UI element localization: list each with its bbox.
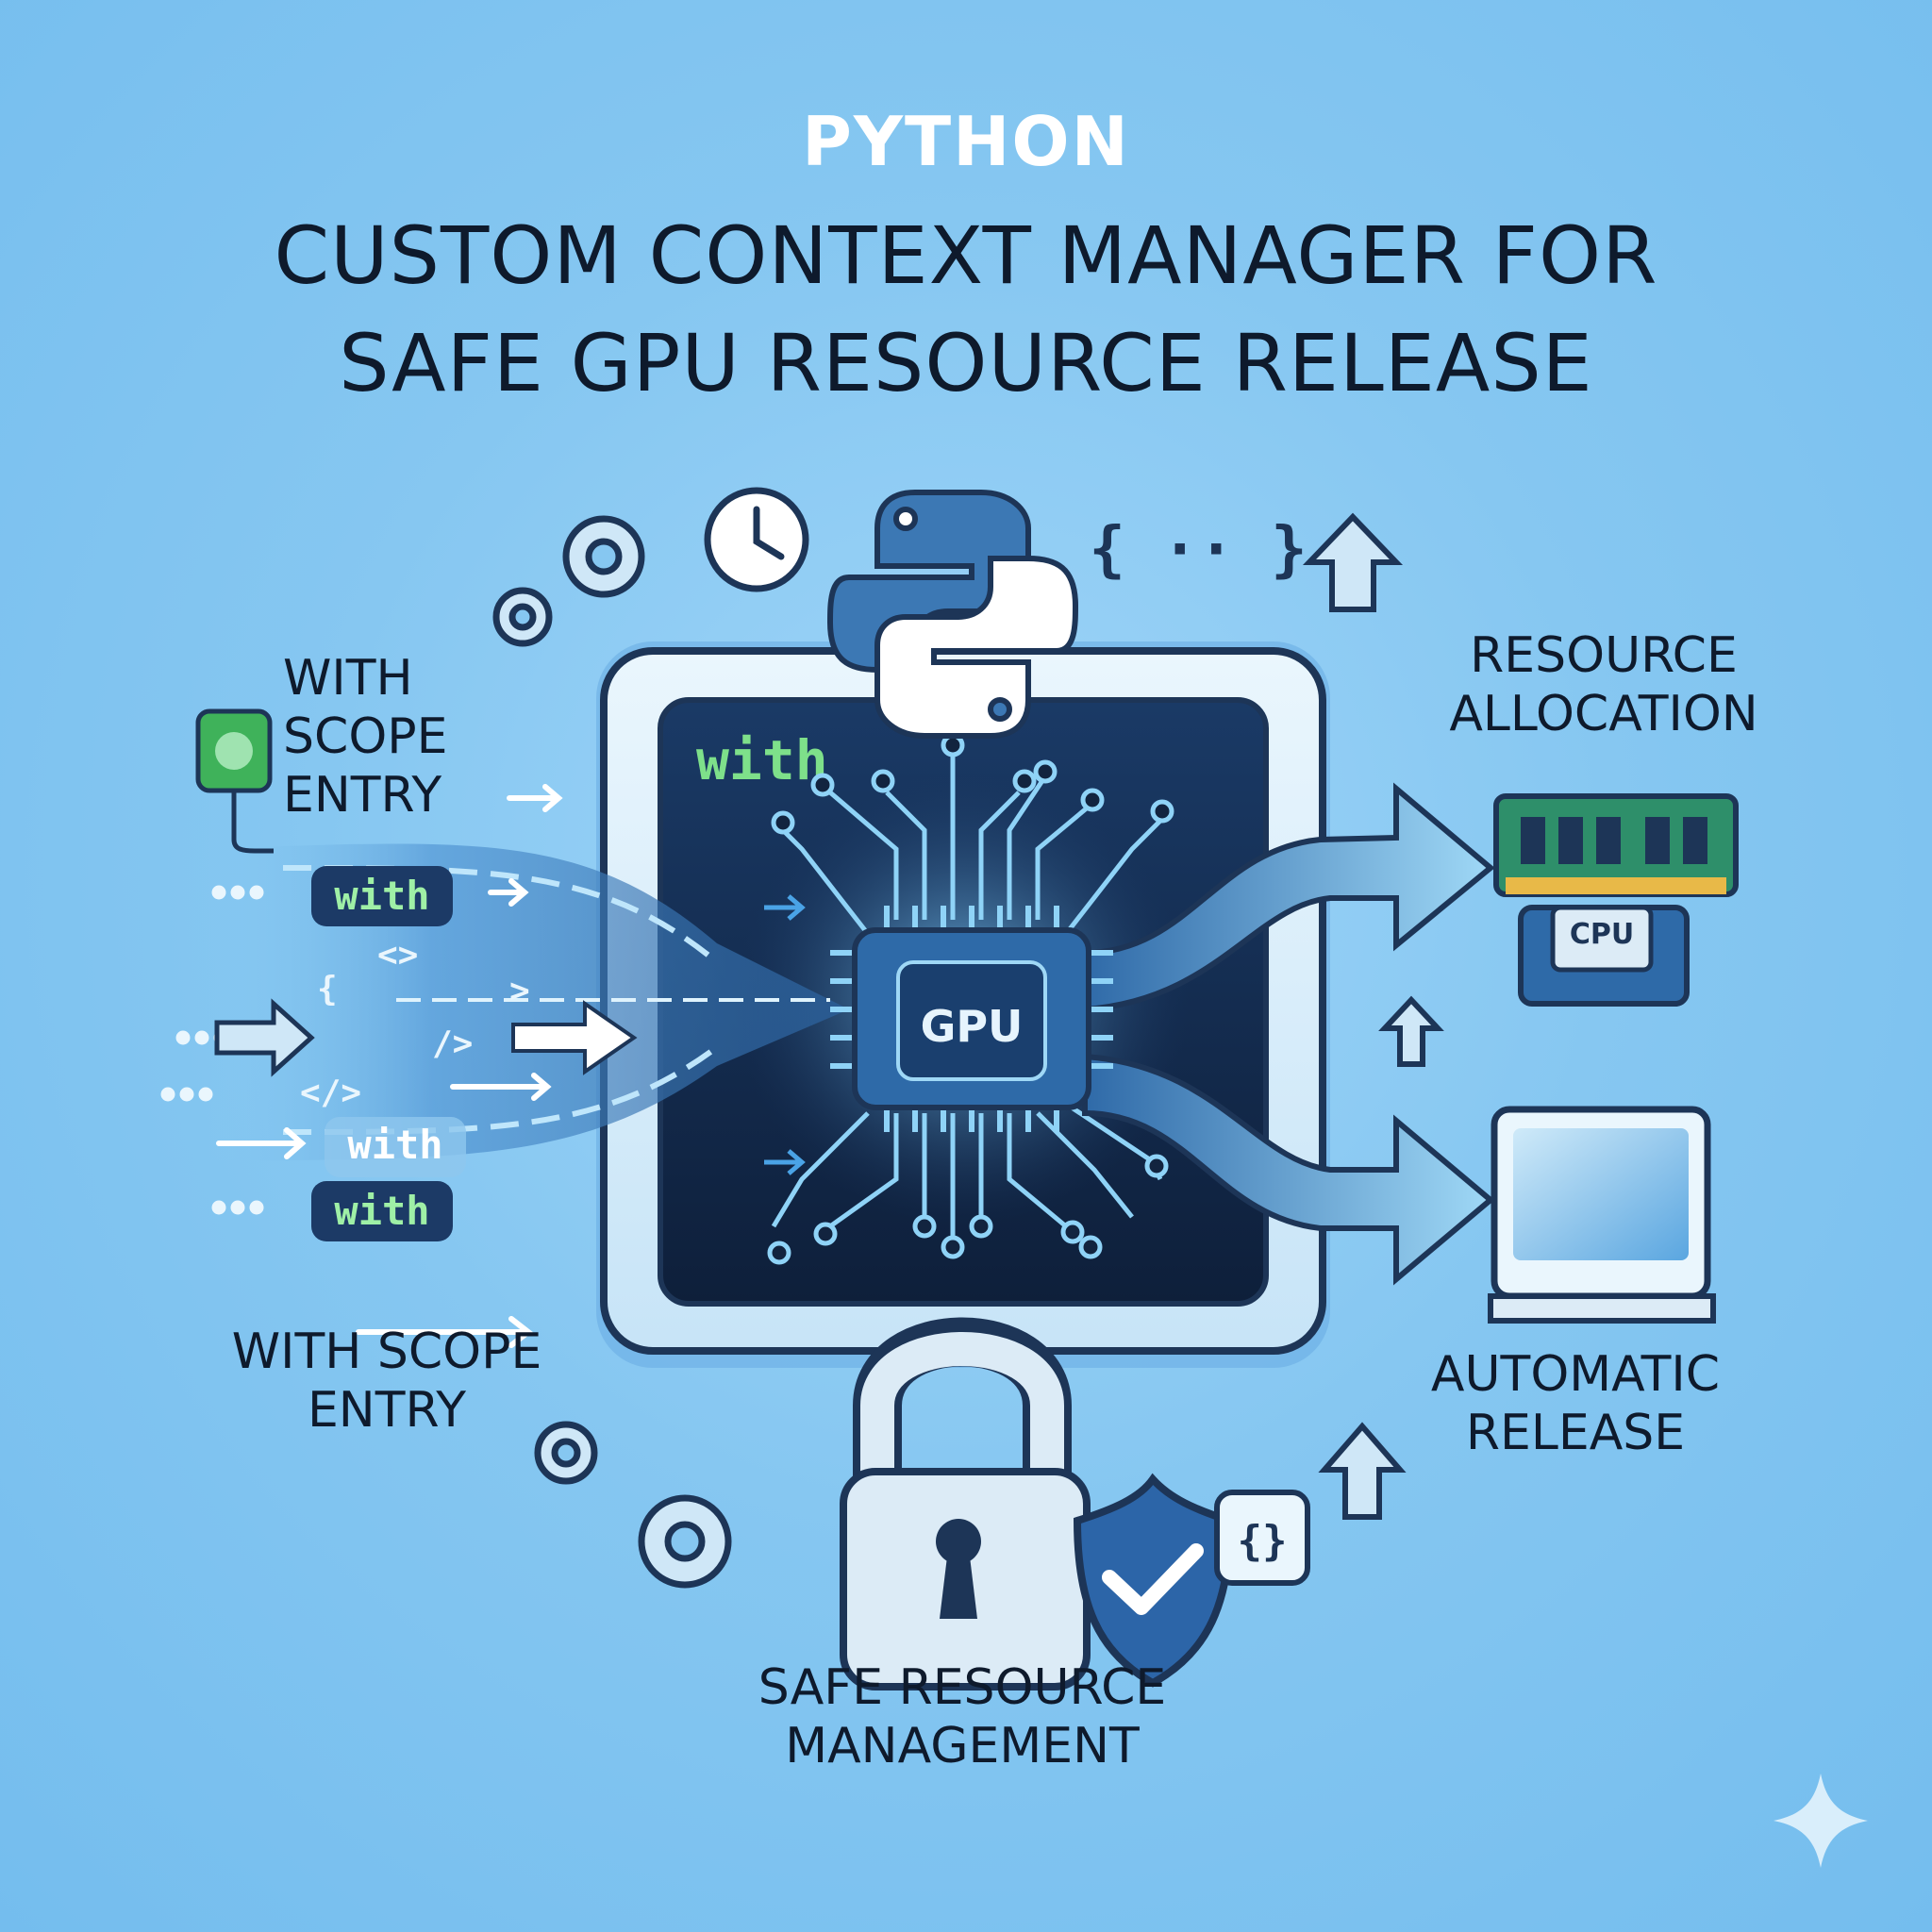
ram-module-icon	[1493, 793, 1739, 897]
cpu-label: CPU	[1570, 918, 1634, 951]
gpu-chip	[830, 906, 1113, 1132]
panel-arrows	[764, 894, 806, 1175]
with-chip-2: with	[347, 1122, 442, 1168]
padlock-icon	[840, 1317, 1091, 1690]
with-chip-1: with	[334, 873, 429, 919]
kicker-label: PYTHON	[802, 102, 1130, 181]
gpu-label: GPU	[921, 1001, 1024, 1052]
snippet-brace: {	[317, 970, 338, 1008]
title-line-1: CUSTOM CONTEXT MANAGER FOR	[274, 209, 1658, 302]
safe-resource-management-line-1: SAFE RESOURCE	[758, 1659, 1167, 1716]
scope-entry-top-line-2: SCOPE	[283, 708, 448, 765]
scope-entry-top-label: WITH SCOPE ENTRY	[283, 649, 528, 824]
allocation-arrow	[1082, 782, 1495, 1013]
automatic-release-label: AUTOMATIC RELEASE	[1358, 1345, 1792, 1462]
snippet-close-tag: </>	[300, 1074, 361, 1112]
clock-icon	[704, 487, 809, 592]
monitor-icon	[1488, 1106, 1716, 1324]
scope-entry-top-line-1: WITH	[283, 650, 413, 707]
with-chip-3: with	[334, 1188, 429, 1234]
shield-check-icon	[1073, 1473, 1235, 1688]
safe-resource-management-label: SAFE RESOURCE MANAGEMENT	[641, 1658, 1283, 1775]
up-arrow-icon	[1302, 512, 1444, 1520]
scope-entry-bottom-line-2: ENTRY	[307, 1382, 467, 1439]
sparkle-icon	[1774, 1774, 1868, 1868]
braces-bottom-text: {}	[1238, 1517, 1288, 1565]
scope-entry-top-line-3: ENTRY	[283, 767, 442, 824]
code-stream: with with with <> { > /> </>	[160, 784, 638, 1348]
circuit-traces	[767, 733, 1174, 1265]
braces-icon: { ·· } {}	[1089, 515, 1310, 1586]
resource-allocation-line-2: ALLOCATION	[1449, 686, 1758, 742]
safe-resource-management-line-2: MANAGEMENT	[785, 1718, 1140, 1774]
snippet-close: />	[432, 1024, 473, 1063]
panel-with-keyword: with	[696, 728, 828, 792]
scope-entry-bottom-line-1: WITH SCOPE	[231, 1324, 542, 1380]
braces-top-text: { ·· }	[1089, 515, 1307, 585]
cpu-chip-icon	[1518, 905, 1690, 1007]
snippet-gt: >	[509, 972, 530, 1010]
python-badge-icon	[195, 708, 274, 854]
resource-allocation-line-1: RESOURCE	[1470, 627, 1738, 684]
automatic-release-line-1: AUTOMATIC	[1430, 1346, 1721, 1403]
scope-entry-bottom-label: WITH SCOPE ENTRY	[170, 1323, 604, 1440]
automatic-release-line-2: RELEASE	[1465, 1405, 1686, 1461]
title-line-2: SAFE GPU RESOURCE RELEASE	[339, 317, 1593, 409]
release-arrow	[1082, 1053, 1495, 1286]
snippet-angle: <>	[377, 936, 418, 974]
resource-allocation-label: RESOURCE ALLOCATION	[1358, 626, 1849, 743]
python-logo-icon	[826, 490, 1079, 739]
gear-icon	[492, 515, 732, 1589]
